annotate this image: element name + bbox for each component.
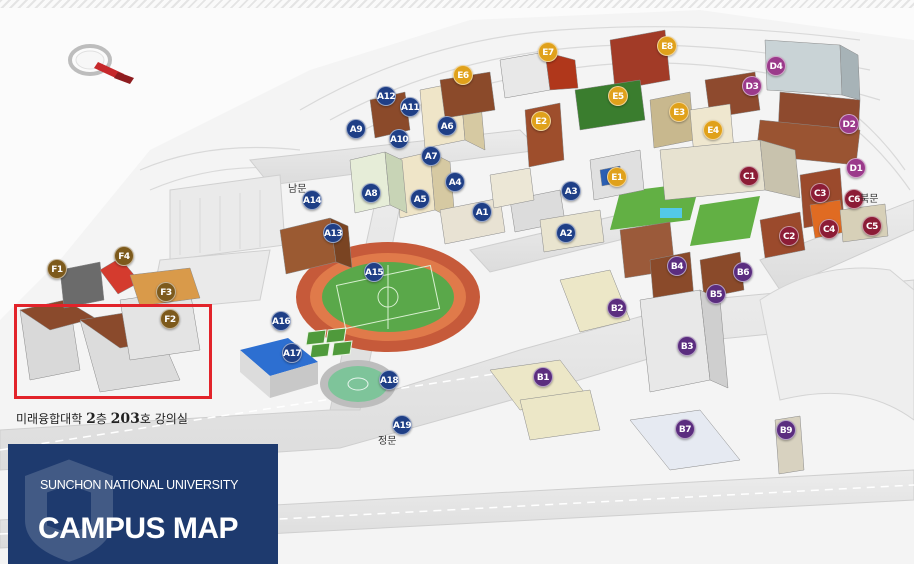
marker-a6[interactable]: A6 — [437, 116, 457, 136]
banner-title: CAMPUS MAP — [38, 512, 239, 545]
marker-d4[interactable]: D4 — [766, 56, 786, 76]
classroom-location-label: 미래융합대학 2층 203호 강의실 — [16, 410, 188, 427]
marker-e8[interactable]: E8 — [657, 36, 677, 56]
marker-f2[interactable]: F2 — [160, 309, 180, 329]
note-room-number: 203 — [110, 411, 140, 427]
marker-d2[interactable]: D2 — [839, 114, 859, 134]
marker-a1[interactable]: A1 — [472, 202, 492, 222]
marker-a11[interactable]: A11 — [400, 97, 420, 117]
west-gate-label: 남문 — [288, 184, 307, 195]
east-gate-label: 북문 — [860, 194, 879, 205]
marker-b6[interactable]: B6 — [733, 262, 753, 282]
note-room-suffix: 호 강의실 — [139, 412, 188, 426]
marker-a14[interactable]: A14 — [302, 190, 322, 210]
marker-c2[interactable]: C2 — [779, 226, 799, 246]
marker-e7[interactable]: E7 — [538, 42, 558, 62]
marker-a4[interactable]: A4 — [445, 172, 465, 192]
note-floor-suffix: 층 — [95, 412, 111, 426]
marker-a9[interactable]: A9 — [346, 119, 366, 139]
marker-a16[interactable]: A16 — [271, 311, 291, 331]
marker-a17[interactable]: A17 — [282, 343, 302, 363]
marker-f1[interactable]: F1 — [47, 259, 67, 279]
marker-e3[interactable]: E3 — [669, 102, 689, 122]
marker-a18[interactable]: A18 — [379, 370, 399, 390]
marker-e1[interactable]: E1 — [607, 167, 627, 187]
university-name: SUNCHON NATIONAL UNIVERSITY — [40, 478, 239, 492]
marker-b7[interactable]: B7 — [675, 419, 695, 439]
marker-e2[interactable]: E2 — [531, 111, 551, 131]
marker-a7[interactable]: A7 — [421, 146, 441, 166]
marker-b5[interactable]: B5 — [706, 284, 726, 304]
campus-map-banner: SUNCHON NATIONAL UNIVERSITY CAMPUS MAP — [8, 444, 278, 564]
note-prefix: 미래융합대학 — [16, 412, 87, 426]
marker-a2[interactable]: A2 — [556, 223, 576, 243]
marker-a5[interactable]: A5 — [410, 189, 430, 209]
marker-e4[interactable]: E4 — [703, 120, 723, 140]
marker-d1[interactable]: D1 — [846, 158, 866, 178]
note-floor-number: 2 — [86, 411, 96, 427]
marker-b1[interactable]: B1 — [533, 367, 553, 387]
marker-a3[interactable]: A3 — [561, 181, 581, 201]
marker-c6[interactable]: C6 — [844, 189, 864, 209]
marker-c4[interactable]: C4 — [819, 219, 839, 239]
marker-e6[interactable]: E6 — [453, 65, 473, 85]
marker-a12[interactable]: A12 — [376, 86, 396, 106]
marker-a10[interactable]: A10 — [389, 129, 409, 149]
highlight-box — [14, 304, 212, 399]
marker-d3[interactable]: D3 — [742, 76, 762, 96]
marker-a19[interactable]: A19 — [392, 415, 412, 435]
marker-a15[interactable]: A15 — [364, 262, 384, 282]
marker-f3[interactable]: F3 — [156, 282, 176, 302]
marker-b2[interactable]: B2 — [607, 298, 627, 318]
main-gate-label: 정문 — [378, 436, 397, 447]
marker-b3[interactable]: B3 — [677, 336, 697, 356]
marker-e5[interactable]: E5 — [608, 86, 628, 106]
marker-c5[interactable]: C5 — [862, 216, 882, 236]
marker-a8[interactable]: A8 — [361, 183, 381, 203]
marker-c3[interactable]: C3 — [810, 183, 830, 203]
marker-b4[interactable]: B4 — [667, 256, 687, 276]
marker-f4[interactable]: F4 — [114, 246, 134, 266]
university-crest-icon — [25, 459, 113, 562]
magnifier-icon[interactable] — [62, 40, 142, 88]
marker-c1[interactable]: C1 — [739, 166, 759, 186]
marker-b9[interactable]: B9 — [776, 420, 796, 440]
marker-a13[interactable]: A13 — [323, 223, 343, 243]
